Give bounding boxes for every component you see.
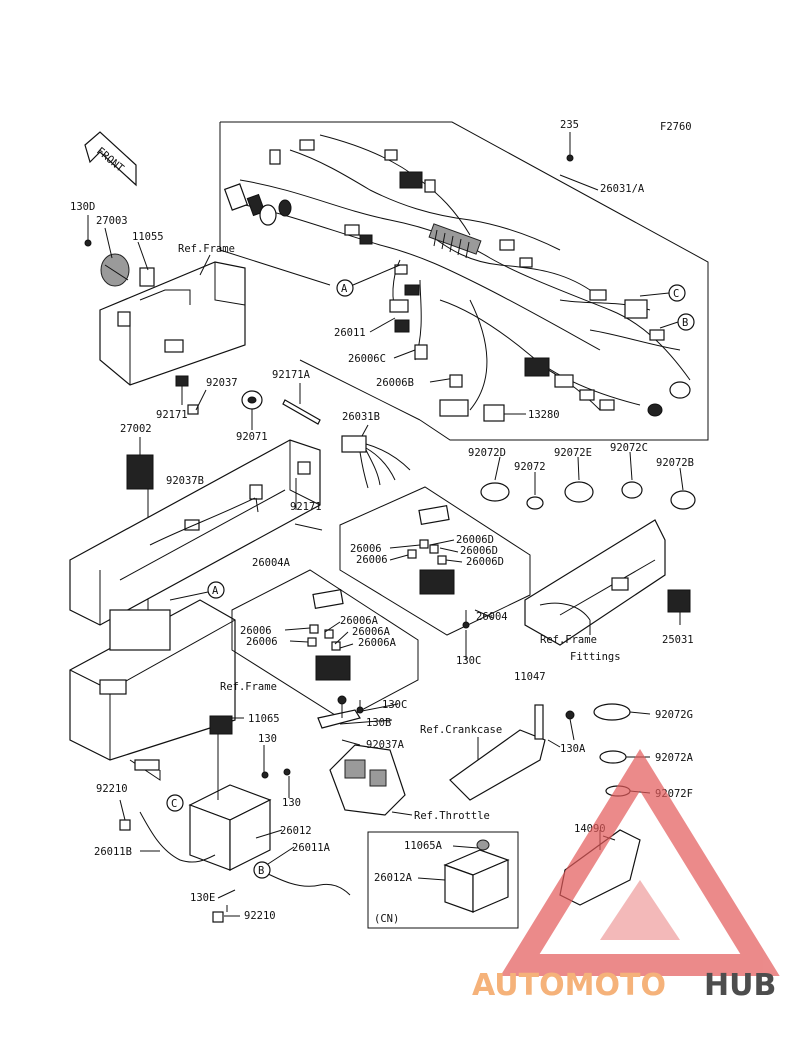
fuse-leaders	[284, 539, 463, 649]
inset-label: (CN)	[374, 913, 399, 925]
part-label: 26006D	[460, 545, 498, 557]
part-label: 92072G	[655, 709, 693, 721]
svg-text:B: B	[682, 317, 688, 329]
part-label: 130C	[456, 655, 481, 667]
watermark-text-2: HUB	[704, 968, 776, 1003]
figure-code: F2760	[660, 121, 692, 133]
part-label: 130	[282, 797, 301, 809]
part-label: 26006	[356, 554, 388, 566]
part-label: 92072E	[554, 447, 592, 459]
part-label: 13280	[528, 409, 560, 421]
bands-92072	[480, 451, 696, 510]
part-label: 92037A	[366, 739, 405, 751]
main-harness-box	[219, 121, 709, 441]
part-label: 130B	[366, 717, 391, 729]
callout-b-top: B	[659, 313, 695, 331]
ref-fittings: Fittings	[570, 651, 621, 663]
frame-fittings	[524, 519, 691, 646]
ref-frame-mid: Ref.Frame	[220, 681, 277, 693]
part-label: 92071	[236, 431, 268, 443]
ref-throttle: Ref.Throttle	[414, 810, 490, 822]
part-label: 130A	[560, 743, 586, 755]
fuse-box-26004	[339, 486, 531, 636]
watermark-text-1: AUTOMOTO	[472, 968, 666, 1003]
front-arrow-icon: FRONT	[84, 131, 137, 187]
wiring-harness-26031	[223, 134, 691, 417]
clamp-92171a	[282, 383, 321, 425]
part-label: 26006A	[358, 637, 397, 649]
ref-frame-top: Ref.Frame	[178, 243, 235, 255]
battery-26012	[119, 715, 351, 923]
part-label: 92072	[514, 461, 546, 473]
reference-labels: Ref.Frame Ref.Frame Fittings Ref.Frame R…	[178, 243, 621, 925]
part-label: 92171	[156, 409, 188, 421]
part-label: 92072A	[655, 752, 694, 764]
bands-92072-lower	[593, 703, 651, 797]
part-label: 130E	[190, 892, 215, 904]
part-label: 26011B	[94, 846, 132, 858]
part-label: 235	[560, 119, 579, 131]
part-label: 92037B	[166, 475, 204, 487]
part-label: 92171A	[272, 369, 311, 381]
part-label: 11047	[514, 671, 546, 683]
part-label: 27003	[96, 215, 128, 227]
part-label: 26006	[350, 543, 382, 555]
part-label: 11065A	[404, 840, 443, 852]
grommet-92071	[241, 390, 263, 430]
part-label: 92171	[290, 501, 322, 513]
svg-text:C: C	[171, 798, 177, 810]
part-label: 11065	[248, 713, 280, 725]
svg-text:A: A	[212, 585, 219, 597]
svg-text:B: B	[258, 865, 264, 877]
part-label: 26006A	[340, 615, 379, 627]
callout-b-battery: B	[253, 861, 271, 879]
callout-c-battery: C	[166, 794, 184, 812]
part-label: 27002	[120, 423, 152, 435]
part-label: 26012	[280, 825, 312, 837]
part-label: 92210	[96, 783, 128, 795]
inset-cn-battery	[367, 831, 519, 929]
callout-a-mid: A	[169, 581, 225, 601]
callout-c-top: C	[639, 284, 686, 302]
part-labels: 235 26031/A 130D 27003 11055 26011 26006…	[70, 119, 694, 922]
watermark	[500, 749, 780, 976]
part-label: 26004A	[252, 557, 291, 569]
svg-text:A: A	[341, 283, 348, 295]
watermark-triangle-icon	[500, 749, 780, 976]
part-label: 11055	[132, 231, 164, 243]
part-label: 92072D	[468, 447, 506, 459]
part-label: 26006C	[348, 353, 386, 365]
part-label: 26031B	[342, 411, 380, 423]
part-label: 26011A	[292, 842, 331, 854]
part-label: 26006	[240, 625, 272, 637]
part-label: 26006D	[456, 534, 494, 546]
part-label: 26006D	[466, 556, 504, 568]
throttle-assembly	[317, 695, 413, 816]
frame-middle	[69, 437, 321, 781]
part-label: 26006B	[376, 377, 414, 389]
label-leaders	[140, 132, 616, 917]
sub-harness-26031b	[341, 424, 411, 489]
part-label: 130	[258, 733, 277, 745]
part-label: 26031/A	[600, 183, 645, 195]
part-label: 92037	[206, 377, 238, 389]
part-label: 130D	[70, 201, 95, 213]
part-label: 25031	[662, 634, 694, 646]
ref-crankcase: Ref.Crankcase	[420, 724, 502, 736]
svg-text:C: C	[673, 288, 679, 300]
ref-frame-fittings: Ref.Frame	[540, 634, 597, 646]
part-label: 26012A	[374, 872, 413, 884]
frame-top-left	[84, 215, 246, 415]
part-label: 26006A	[352, 626, 391, 638]
part-label: 26011	[334, 327, 366, 339]
part-label: 92072C	[610, 442, 648, 454]
part-label: 92210	[244, 910, 276, 922]
fuse-box-26004a	[231, 569, 419, 721]
part-label: 26006	[246, 636, 278, 648]
crankcase-assembly	[449, 704, 575, 801]
callout-a-top: A	[336, 264, 401, 297]
part-label: 92072B	[656, 457, 694, 469]
